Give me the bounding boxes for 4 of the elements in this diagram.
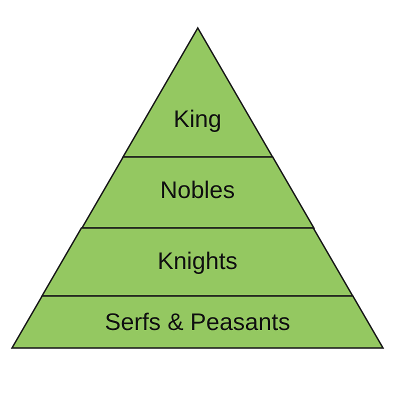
tier-label: King (173, 106, 222, 134)
tier-label: Serfs & Peasants (104, 309, 290, 337)
tier-label: Knights (157, 248, 238, 276)
tier-label: Nobles (160, 177, 235, 205)
